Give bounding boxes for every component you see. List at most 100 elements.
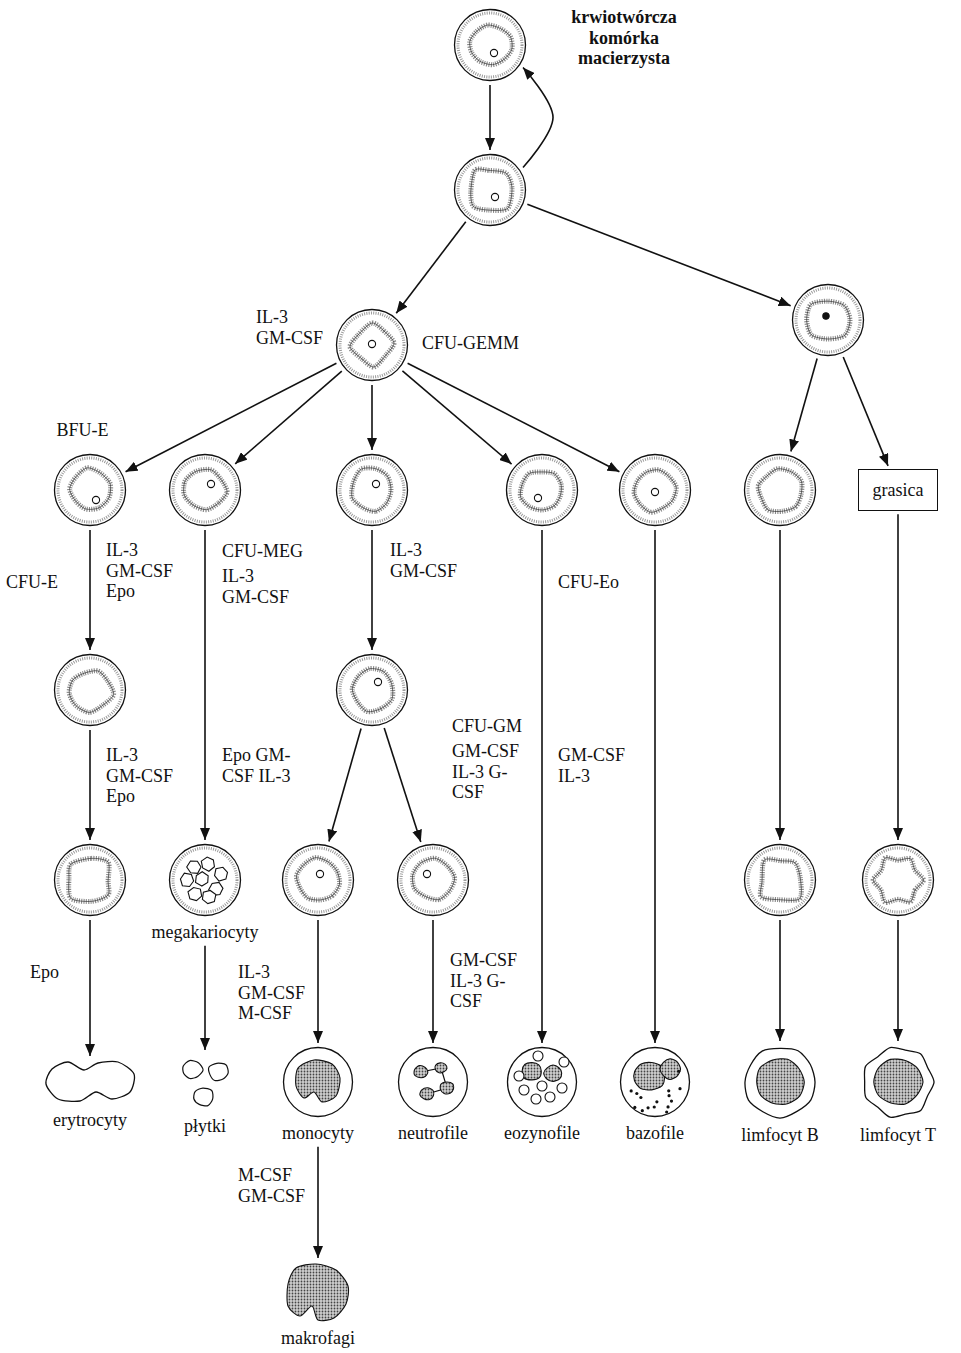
- arrow: [897, 920, 899, 1041]
- cell-part: [634, 470, 676, 513]
- mature-cell: neutrofile: [397, 1046, 469, 1144]
- cell-name: neutrofile: [398, 1123, 468, 1144]
- cell-part: [621, 1048, 690, 1117]
- cell-type-label: CFU-E: [4, 572, 63, 593]
- cell-part: [69, 858, 109, 901]
- cell-part: [350, 323, 394, 367]
- cell-part: [170, 455, 241, 526]
- arrow: [654, 530, 656, 1043]
- mature-cell: bazofile: [619, 1046, 691, 1144]
- factor-label: GM-CSF IL-3: [556, 745, 630, 786]
- progenitor-cell: [791, 283, 865, 357]
- cell-drawing: [335, 308, 409, 382]
- cell-part: [352, 468, 391, 512]
- mature-cell: limfocyt B: [741, 1044, 819, 1146]
- cell-part: [58, 458, 122, 522]
- cell-drawing: [742, 1044, 818, 1120]
- cell-part: [46, 1061, 135, 1101]
- cell-part: [455, 10, 526, 81]
- cell-part: [340, 658, 404, 722]
- cell-part: [368, 340, 375, 347]
- cell-part: [758, 469, 802, 512]
- cell-part: [665, 1110, 668, 1113]
- factor-label: GM-CSF IL-3 G-CSF: [448, 950, 522, 1012]
- cell-part: [284, 1048, 353, 1117]
- cell-part: [337, 655, 408, 726]
- cell-part: [510, 458, 574, 522]
- cell-part: [401, 848, 465, 912]
- cell-part: [630, 1089, 633, 1092]
- cell-part: [399, 1048, 468, 1117]
- cell-part: [634, 470, 676, 513]
- cell-drawing: [619, 1046, 691, 1118]
- cell-part: [545, 1092, 555, 1102]
- cell-name: limfocyt B: [741, 1125, 819, 1146]
- cell-drawing: [743, 843, 817, 917]
- cell-label: CFU-GEMM: [422, 333, 522, 354]
- cell-part: [340, 458, 404, 522]
- cell-type-label: CFU-GM: [450, 716, 527, 737]
- cell-part: [651, 488, 658, 495]
- arrow: [432, 920, 434, 1043]
- cell-part: [522, 1063, 541, 1080]
- cell-part: [470, 25, 513, 65]
- factor-label: IL-3 GM-CSF M-CSF: [236, 962, 310, 1024]
- cell-part: [633, 1106, 636, 1109]
- cell-part: [639, 1096, 642, 1099]
- cell-part: [184, 469, 227, 509]
- cell-part: [399, 1048, 468, 1117]
- cell-part: [557, 1083, 567, 1093]
- cell-name: monocyty: [282, 1123, 354, 1144]
- progenitor-cell: [335, 653, 409, 727]
- cell-part: [316, 870, 323, 877]
- cell-part: [287, 1264, 349, 1321]
- cell-part: [807, 301, 850, 339]
- mature-cell: eozynofile: [504, 1046, 580, 1144]
- organ-label: grasica: [873, 480, 924, 501]
- cell-part: [796, 288, 860, 352]
- arrow: [329, 728, 361, 841]
- cell-label: BFU-E: [57, 420, 112, 441]
- cell-part: [646, 1106, 649, 1109]
- cell-part: [184, 469, 227, 509]
- cell-part: [173, 848, 237, 912]
- cell-part: [183, 1060, 228, 1105]
- cell-part: [533, 1051, 543, 1061]
- cell-part: [92, 496, 99, 503]
- cell-part: [531, 1094, 541, 1104]
- cell-drawing: [743, 453, 817, 527]
- cell-part: [807, 301, 850, 339]
- cell-drawing: [43, 1059, 137, 1105]
- arrow: [204, 946, 206, 1050]
- cell-drawing: [860, 1044, 936, 1120]
- cell-part: [180, 873, 193, 886]
- cell-part: [655, 1100, 658, 1103]
- cell-part: [874, 1059, 923, 1104]
- cell-part: [455, 155, 526, 226]
- cell-part: [69, 671, 113, 713]
- cell-part: [374, 678, 381, 685]
- arrow: [527, 204, 790, 305]
- cell-part: [520, 472, 561, 510]
- cell-part: [559, 1057, 569, 1067]
- cell-part: [70, 468, 111, 510]
- mature-cell: monocyty: [282, 1046, 354, 1144]
- cell-part: [666, 1105, 669, 1108]
- arrow: [897, 514, 899, 840]
- cell-drawing: [168, 843, 242, 917]
- cell-part: [660, 1059, 681, 1080]
- arrow: [489, 85, 491, 150]
- cell-name: limfocyt T: [860, 1125, 936, 1146]
- cell-label: IL-3 GM-CSF: [256, 307, 326, 348]
- cell-part: [793, 285, 864, 356]
- cell-part: [520, 472, 561, 510]
- progenitor-cell: [618, 453, 692, 527]
- cell-drawing: [397, 1046, 469, 1118]
- cell-drawing: [282, 1046, 354, 1118]
- cell-part: [46, 1061, 135, 1101]
- cell-part: [188, 888, 202, 901]
- progenitor-cell: [505, 453, 579, 527]
- cell-drawing: [335, 653, 409, 727]
- cell-part: [514, 1071, 524, 1081]
